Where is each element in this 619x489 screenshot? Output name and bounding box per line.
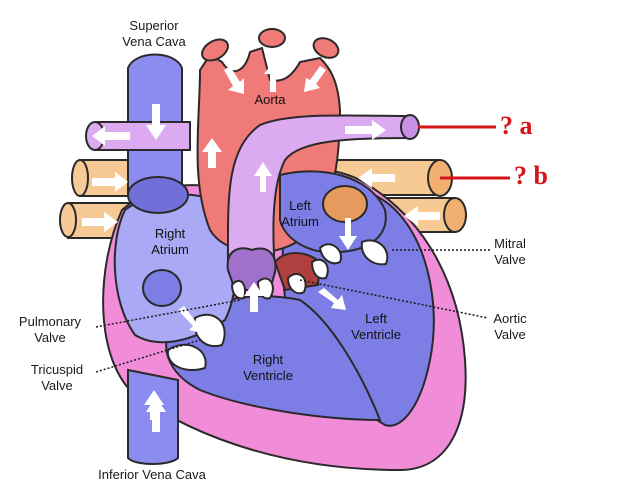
- right-atrium-label-1: Right: [155, 226, 186, 241]
- aorta-label: Aorta: [254, 92, 286, 107]
- right-ventricle-label-2: Ventricle: [243, 368, 293, 383]
- inferior-vena-cava-label: Inferior Vena Cava: [98, 467, 206, 482]
- question-b-label: ? b: [514, 161, 548, 190]
- right-atrium-label-2: Atrium: [151, 242, 189, 257]
- mitral-valve-label-1: Mitral: [494, 236, 526, 251]
- mitral-valve-label-2: Valve: [494, 252, 526, 267]
- coronary-sinus: [142, 269, 182, 307]
- leader-lines: [95, 125, 510, 373]
- valve-leaflets: [166, 239, 389, 371]
- aortic-valve-shape: [273, 252, 322, 292]
- tricuspid-valve-label-2: Valve: [41, 378, 73, 393]
- left-atrium-label-1: Left: [289, 198, 311, 213]
- right-ventricle-label-1: Right: [253, 352, 284, 367]
- blood-flow-arrows: [82, 62, 440, 432]
- superior-vena-cava-label-2: Vena Cava: [122, 34, 186, 49]
- pulmonary-valve-label-2: Valve: [34, 330, 66, 345]
- aortic-valve-label-2: Valve: [494, 327, 526, 342]
- pulmonary-valve-label-1: Pulmonary: [19, 314, 82, 329]
- left-ventricle-label-1: Left: [365, 311, 387, 326]
- left-atrium-vein-opening: [322, 185, 368, 223]
- aortic-valve-label-1: Aortic: [493, 311, 527, 326]
- tricuspid-valve-label-1: Tricuspid: [31, 362, 83, 377]
- superior-vena-cava-label-1: Superior: [129, 18, 179, 33]
- question-a-label: ? a: [500, 111, 533, 140]
- left-ventricle-label-2: Ventricle: [351, 327, 401, 342]
- left-atrium-label-2: Atrium: [281, 214, 319, 229]
